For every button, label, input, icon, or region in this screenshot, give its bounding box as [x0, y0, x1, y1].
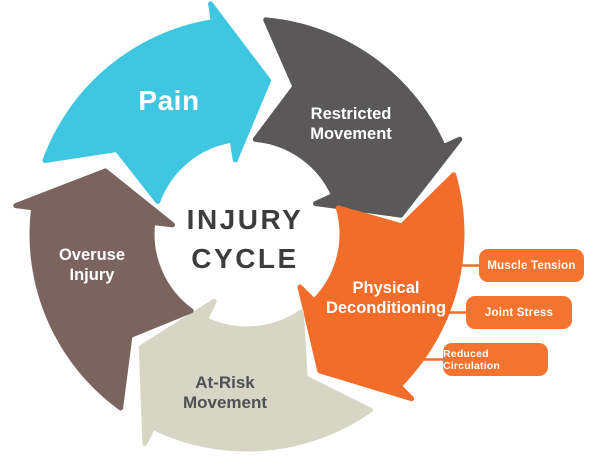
decond-label-line1: Physical	[352, 279, 420, 297]
overuse-injury-label: Overuse Injury	[59, 245, 125, 285]
overuse-label-line2: Injury	[69, 266, 115, 284]
factor-box-reduced-circulation: Reduced Circulation	[443, 343, 548, 376]
physical-deconditioning-label: Physical Deconditioning	[326, 278, 446, 318]
decond-label-line2: Deconditioning	[325, 299, 447, 317]
factor-box-muscle-tension: Muscle Tension	[479, 249, 584, 282]
restricted-movement-label: Restricted Movement	[310, 104, 392, 144]
restricted-label-line2: Movement	[310, 125, 392, 143]
pain-label: Pain	[138, 85, 200, 116]
at-risk-movement-label: At-Risk Movement	[183, 373, 267, 413]
restricted-label-line1: Restricted	[310, 105, 392, 123]
atrisk-label-line1: At-Risk	[195, 373, 255, 392]
cycle-title-line1: INJURY	[186, 204, 304, 235]
factor-box-joint-stress: Joint Stress	[466, 296, 572, 329]
overuse-label-line1: Overuse	[58, 246, 126, 264]
atrisk-label-line2: Movement	[182, 393, 268, 412]
cycle-title: INJURY CYCLE	[187, 200, 304, 278]
cycle-title-line2: CYCLE	[191, 243, 299, 274]
